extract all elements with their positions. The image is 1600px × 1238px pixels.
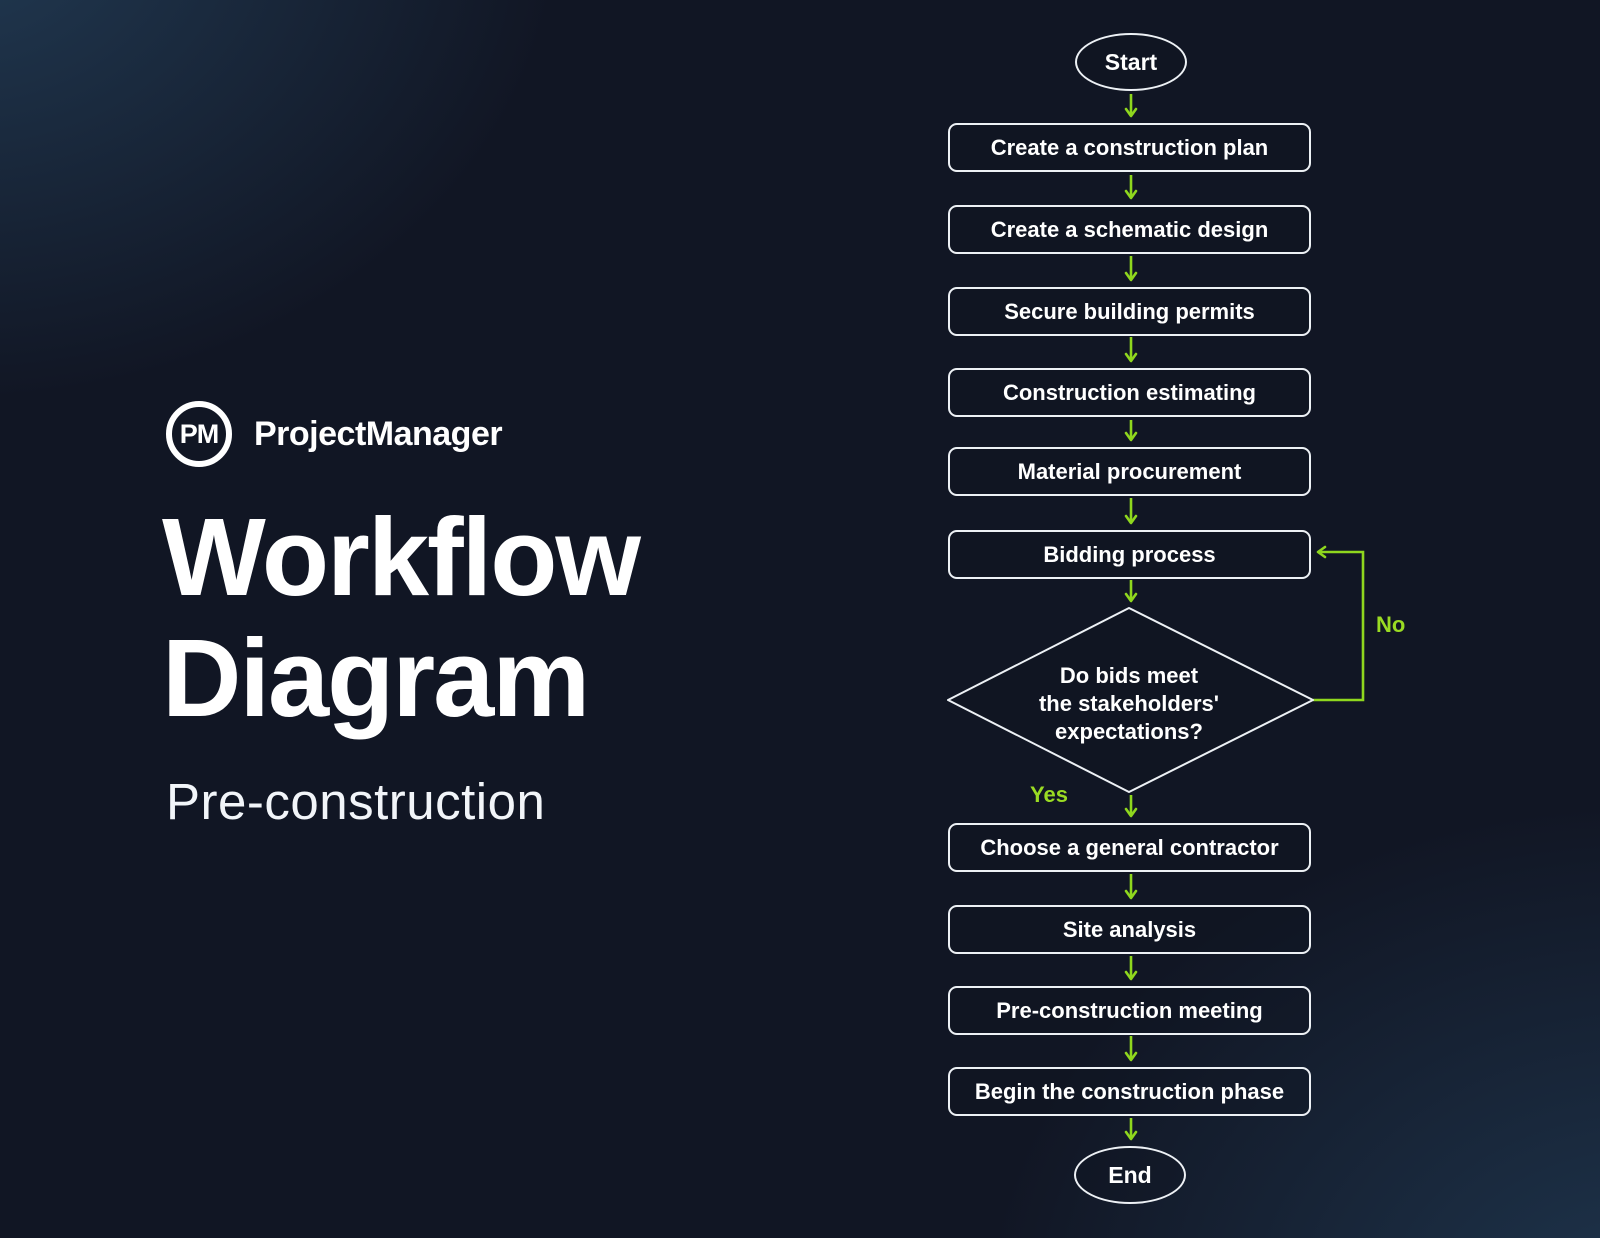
yes-branch-label: Yes [1030,782,1068,807]
end-node: End [1074,1146,1186,1204]
no-branch-label: No [1376,612,1406,637]
title-line-1: Workflow [162,496,641,619]
step-material-procurement: Material procurement [948,447,1311,496]
page-subtitle: Pre-construction [166,773,546,830]
no-branch-connector [1313,545,1365,702]
page-title: Workflow Diagram [162,496,641,740]
decision-line-3: expectations? [1055,719,1203,744]
brand: PM ProjectManager [166,401,503,467]
step-choose-general-contractor: Choose a general contractor [948,823,1311,872]
end-label: End [1108,1161,1152,1188]
decision-line-1: Do bids meet [1059,663,1199,688]
step-label: Choose a general contractor [980,834,1279,860]
step-label: Pre-construction meeting [996,997,1263,1023]
start-node: Start [1075,33,1187,91]
step-create-construction-plan: Create a construction plan [948,123,1311,172]
step-label: Site analysis [1062,916,1197,942]
step-label: Construction estimating [1002,379,1256,405]
step-bidding-process: Bidding process [948,530,1311,579]
step-label: Bidding process [1043,541,1216,567]
step-pre-construction-meeting: Pre-construction meeting [948,986,1311,1035]
step-create-schematic-design: Create a schematic design [948,205,1311,254]
step-site-analysis: Site analysis [948,905,1311,954]
step-secure-building-permits: Secure building permits [948,287,1311,336]
start-label: Start [1104,48,1158,75]
step-begin-construction-phase: Begin the construction phase [948,1067,1311,1116]
step-label: Begin the construction phase [974,1078,1285,1104]
step-label: Create a schematic design [990,216,1269,242]
title-line-2: Diagram [162,617,590,740]
logo-monogram: PM [179,418,219,449]
decision-line-2: the stakeholders' [1038,691,1220,716]
step-label: Secure building permits [1004,298,1255,324]
step-label: Material procurement [1017,458,1242,484]
decision-node-text: Do bids meet the stakeholders' expectati… [979,662,1279,746]
brand-name: ProjectManager [254,414,503,453]
step-label: Create a construction plan [990,134,1269,160]
projectmanager-logo-icon: PM [166,401,232,467]
step-construction-estimating: Construction estimating [948,368,1311,417]
